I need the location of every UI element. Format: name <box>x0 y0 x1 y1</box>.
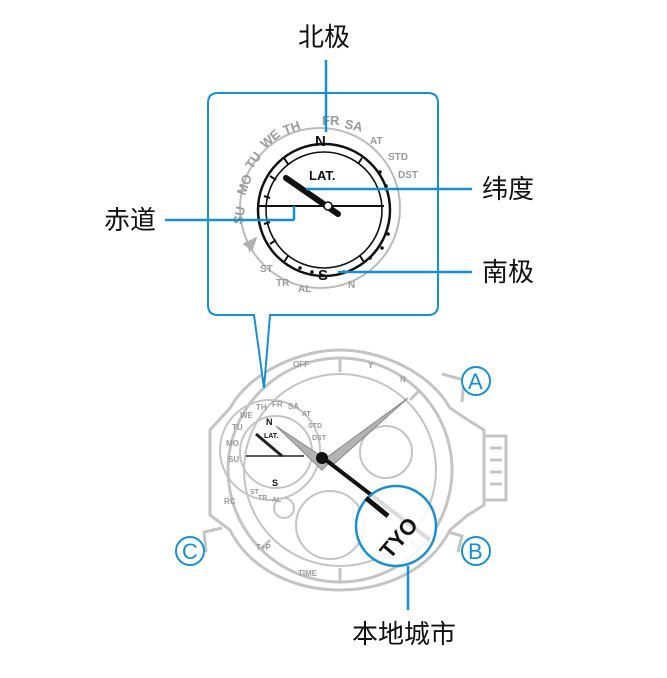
lat-north-mark: N <box>315 133 326 150</box>
button-c[interactable]: C <box>175 536 205 566</box>
lat-dial-outer-ring <box>239 127 401 289</box>
watch-day-fr: FR <box>272 400 283 409</box>
zoom-mark-al: AL <box>298 284 311 295</box>
lat-south-mark: S <box>318 267 328 284</box>
subdial-right <box>359 425 413 479</box>
button-a[interactable]: A <box>461 366 491 396</box>
watch-day-we: WE <box>240 411 254 420</box>
south-pole-label: 南极 <box>482 258 534 288</box>
airplane-icon <box>242 236 258 253</box>
lat-dial-zoom: N S LAT. SU MO TU WE TH FR SA AT STD DST… <box>230 113 418 295</box>
equator-label: 赤道 <box>104 206 156 236</box>
button-a-body <box>441 372 466 403</box>
home-city-indicator: TYO <box>354 484 438 568</box>
watch-mark-n: N <box>266 417 273 427</box>
watch-day-sa: SA <box>288 402 299 411</box>
zoom-mark-st: ST <box>260 264 273 275</box>
watch-mark-tr: TR <box>258 495 267 502</box>
bezel-time: TIME <box>298 569 318 578</box>
hands-pivot <box>316 452 328 464</box>
watch-mark-st: ST <box>250 489 260 496</box>
watch-mark-dst: DST <box>312 435 327 442</box>
watch-day-su: SU <box>228 455 239 464</box>
subdial-bottom <box>295 490 365 560</box>
watch-mark-at: AT <box>302 411 312 418</box>
watch-mark-al: AL <box>272 497 282 504</box>
watch-day-th: TH <box>256 403 267 412</box>
zoom-mark-n: N <box>348 280 355 291</box>
minute-hand <box>325 397 409 465</box>
button-b-body <box>447 530 464 553</box>
zoom-mark-tr: TR <box>276 278 290 289</box>
zoom-mark-dst: DST <box>398 170 418 181</box>
watch-dial-marks: OFF Y N RC T+P TIME SU MO TU WE TH FR SA… <box>224 360 406 578</box>
watch-mark-lat: LAT. <box>264 433 278 440</box>
crown <box>484 434 508 502</box>
zoom-day-sa: SA <box>343 116 364 135</box>
lat-label: LAT. <box>309 168 335 183</box>
north-pole-label: 北极 <box>298 23 350 53</box>
button-a-label: A <box>468 369 483 394</box>
zoom-mark-std: STD <box>388 152 408 163</box>
watch-case <box>208 348 486 592</box>
watch-mark-s: S <box>272 478 278 488</box>
zoom-day-fr: FR <box>322 113 340 128</box>
button-c-body <box>202 526 223 553</box>
bezel-y: Y <box>368 361 374 370</box>
zoom-callout-box <box>207 92 439 389</box>
watch-day-tu: TU <box>232 423 243 432</box>
zoom-day-th: TH <box>281 118 302 138</box>
home-city-label: 本地城市 <box>352 620 456 650</box>
watch-mark-std: STD <box>308 423 322 430</box>
zoom-day-su: SU <box>230 205 248 225</box>
watch-day-mo: MO <box>226 439 239 448</box>
latitude-label: 纬度 <box>482 175 534 205</box>
button-b[interactable]: B <box>461 536 491 566</box>
bezel-rc: RC <box>224 497 236 506</box>
zoom-mark-at: AT <box>370 136 383 147</box>
bezel-tp: T+P <box>256 543 272 552</box>
button-c-label: C <box>182 539 198 564</box>
bezel-off: OFF <box>293 360 309 369</box>
watch-body <box>202 348 508 592</box>
button-b-label: B <box>468 539 483 564</box>
zoom-day-mo: MO <box>234 172 255 197</box>
subdial-left-outer <box>219 399 321 501</box>
lat-dial-ring <box>256 142 392 278</box>
watch-lat-hand <box>255 432 283 458</box>
bezel-n: N <box>400 375 406 384</box>
